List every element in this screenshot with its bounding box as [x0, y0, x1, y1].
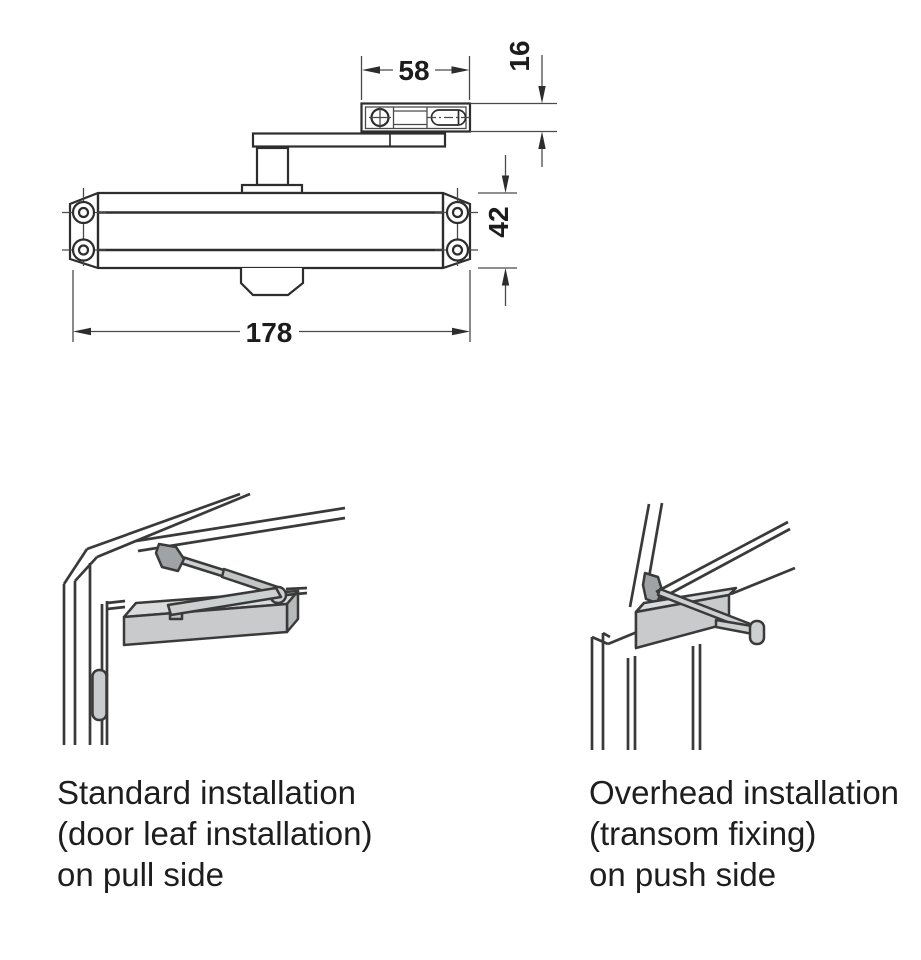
standard-installation-figure: [62, 492, 346, 745]
dimension-16: 16: [470, 40, 557, 167]
dim-178-arrow-right: [452, 327, 470, 336]
dim-42-arrow-top: [501, 175, 510, 193]
dim-42-arrow-bottom: [501, 268, 510, 286]
door-below-edges: [626, 644, 702, 750]
closer-body-outline: [68, 191, 472, 270]
hinge-barrel: [91, 668, 108, 722]
spindle-flange: [240, 183, 304, 195]
caption-line: (transom fixing): [589, 815, 817, 852]
arm-shoe: [641, 571, 664, 605]
dim-16-extension-lines: [470, 102, 557, 133]
dim-178-arrow-left: [73, 327, 91, 336]
dimension-178: 178: [72, 270, 471, 348]
mounting-bracket: [360, 102, 472, 133]
dim-58-arrow-left: [362, 66, 380, 74]
overhead-installation-caption: Overhead installation (transom fixing) o…: [589, 772, 899, 895]
mounting-screw-center: [451, 244, 464, 256]
caption-line: on push side: [589, 856, 777, 893]
arm-bar: [251, 132, 447, 148]
door-frame-lines: [62, 492, 346, 745]
mounting-screw-center: [451, 206, 464, 219]
caption-line: on pull side: [57, 856, 224, 893]
open-door-edges: [628, 502, 664, 608]
dimension-58: 58: [360, 55, 471, 100]
dim-178-label: 178: [246, 317, 293, 348]
dim-16-arrow-bottom: [538, 131, 546, 149]
dim-58-arrow-right: [451, 66, 470, 74]
mounting-screw-center: [77, 244, 90, 256]
main-arm: [166, 586, 283, 617]
transom-top-edges: [655, 520, 791, 601]
closer-body: [62, 188, 478, 297]
dim-16-label: 16: [504, 40, 535, 71]
dim-58-extension-lines: [360, 56, 471, 100]
caption-line: Overhead installation: [589, 774, 900, 811]
overhead-installation-figure: [590, 502, 796, 750]
door-top-edge: [285, 586, 308, 597]
door-closer-front-view: 58 16 42 178: [62, 40, 557, 348]
valve-cover: [239, 268, 305, 297]
dim-16-arrow-top: [538, 86, 546, 104]
dim-42-label: 42: [483, 206, 514, 237]
caption-line: (door leaf installation): [57, 815, 373, 852]
elbow-pivot: [748, 619, 766, 646]
arm-shoe: [154, 542, 186, 573]
dim-42-extension-lines: [478, 192, 517, 269]
body-contour-lines: [98, 211, 443, 252]
end-cap-dividers: [96, 193, 445, 268]
closer-arm: [240, 132, 447, 195]
dimension-42: 42: [478, 155, 517, 306]
standard-installation-caption: Standard installation (door leaf install…: [57, 772, 373, 895]
box-front-face: [122, 602, 289, 647]
dim-178-extension-lines: [72, 270, 471, 342]
caption-line: Standard installation: [57, 774, 357, 811]
mounting-screw-center: [77, 206, 90, 219]
spindle-column: [255, 146, 290, 187]
bracket-screw-cross: [369, 106, 391, 129]
dim-58-label: 58: [398, 55, 429, 86]
frame-lines: [590, 566, 796, 750]
